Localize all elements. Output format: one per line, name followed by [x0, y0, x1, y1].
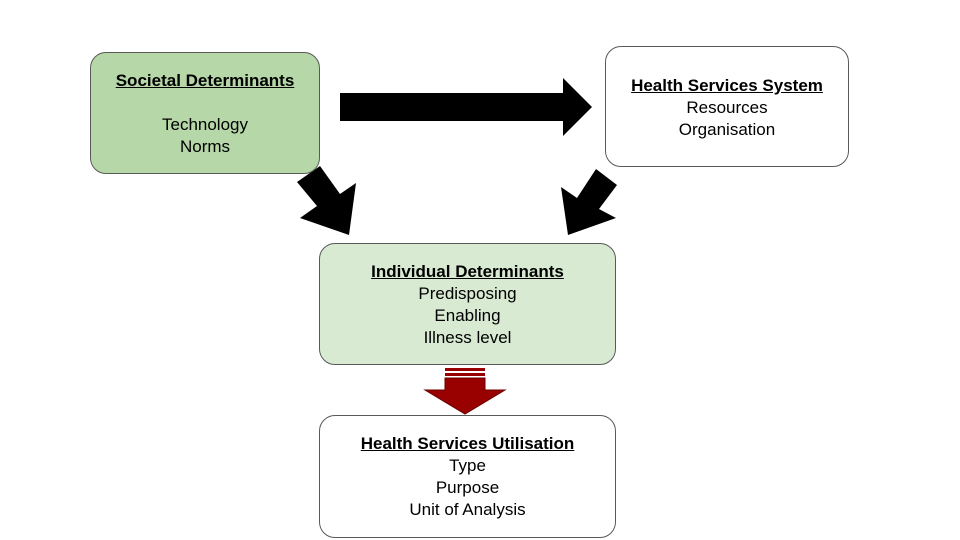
arrow-societal-to-health-system [340, 78, 592, 136]
utilisation-item-type: Type [449, 456, 486, 475]
societal-determinants-box: Societal Determinants Technology Norms [90, 52, 320, 174]
health-system-item-resources: Resources [686, 98, 768, 117]
individual-item-illness-level: Illness level [423, 328, 512, 347]
health-services-utilisation-box: Health Services Utilisation Type Purpose… [319, 415, 616, 538]
health-system-item-organisation: Organisation [678, 120, 776, 139]
health-services-system-box: Health Services System Resources Organis… [605, 46, 849, 167]
individual-determinants-box: Individual Determinants Predisposing Ena… [319, 243, 616, 365]
societal-item-technology: Technology [161, 115, 248, 134]
utilisation-item-purpose: Purpose [435, 478, 500, 497]
individual-determinants-title: Individual Determinants [371, 262, 564, 281]
arrow-health-system-to-individual [561, 169, 617, 235]
health-services-utilisation-title: Health Services Utilisation [360, 434, 575, 453]
arrow-societal-to-individual [297, 166, 356, 235]
individual-item-enabling: Enabling [434, 306, 501, 325]
health-services-system-title: Health Services System [631, 76, 823, 95]
societal-determinants-title: Societal Determinants [115, 71, 295, 90]
individual-item-predisposing: Predisposing [418, 284, 517, 303]
utilisation-item-unit-of-analysis: Unit of Analysis [409, 500, 526, 519]
societal-item-norms: Norms [179, 137, 231, 156]
arrow-individual-to-utilisation [423, 368, 507, 415]
